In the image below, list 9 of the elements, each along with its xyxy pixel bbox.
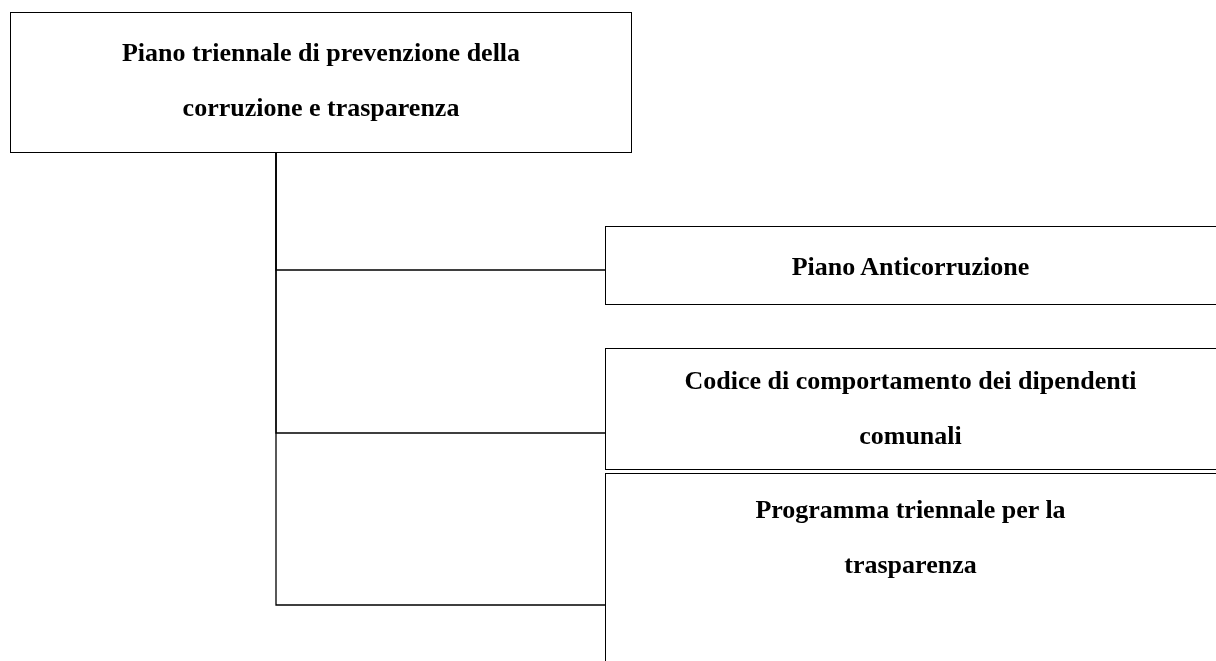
text-box [605, 473, 1216, 661]
box-label: Programma triennale per la trasparenza [754, 494, 1067, 581]
text-box [605, 348, 1216, 470]
box-label: Codice di comportamento dei dipendenti comunali [683, 365, 1138, 452]
box-label: Piano Anticorruzione [791, 251, 1030, 283]
connector-line [275, 152, 606, 606]
text-box [10, 12, 632, 153]
text-box [605, 226, 1216, 305]
box-label: Piano triennale di prevenzione della corruzione e trasparenza [120, 37, 522, 124]
